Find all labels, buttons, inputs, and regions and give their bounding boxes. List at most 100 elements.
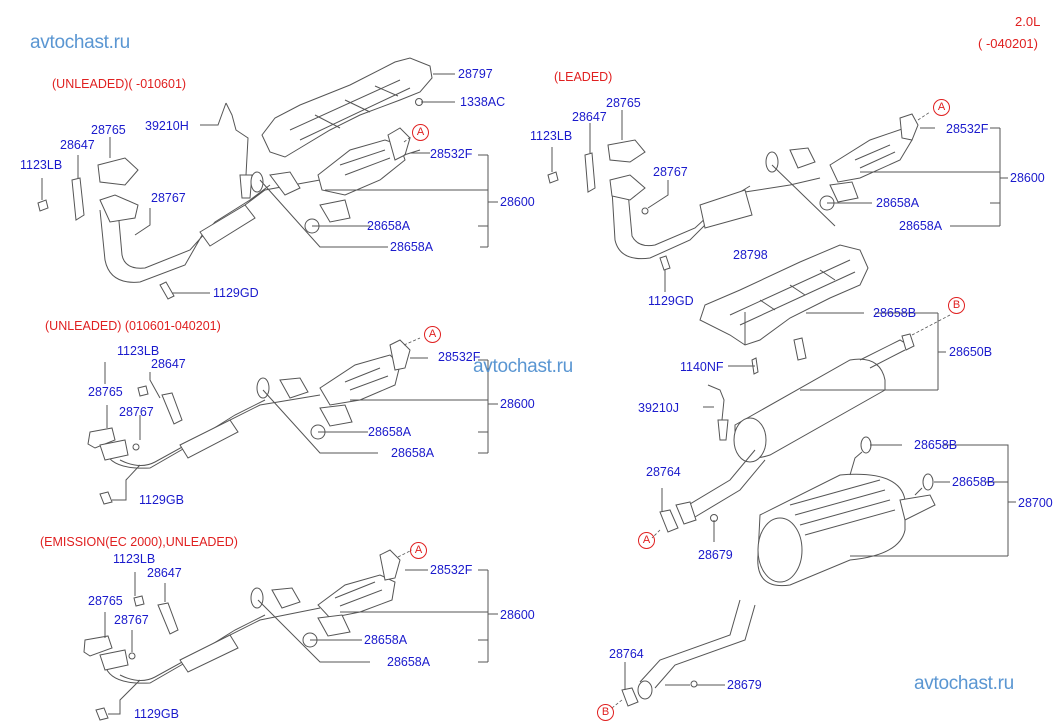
watermark-top-left: avtochast.ru [30, 32, 130, 53]
ref-marker-B-tail: B [597, 704, 614, 721]
part-label-28764-tail[interactable]: 28764 [609, 647, 644, 661]
section-3-title: (EMISSION(EC 2000),UNLEADED) [40, 535, 238, 549]
part-label-1129GB-s3[interactable]: 1129GB [134, 707, 179, 721]
bolt-1123LB-s1 [37, 199, 49, 212]
catalytic-converter-s2 [319, 354, 401, 406]
gasket-28764-rear [659, 509, 679, 533]
part-label-28532F-s1[interactable]: 28532F [430, 147, 473, 161]
part-label-28767-s4[interactable]: 28767 [653, 165, 688, 179]
part-label-28767-s3[interactable]: 28767 [114, 613, 149, 627]
part-label-28658A-s4-b[interactable]: 28658A [899, 219, 943, 233]
section-4-drawing [547, 110, 1008, 292]
part-label-1140NF[interactable]: 1140NF [680, 360, 724, 374]
hanger-28658B-rear-2 [922, 473, 934, 491]
part-label-28532F-s3[interactable]: 28532F [430, 563, 473, 577]
part-label-28600-s2[interactable]: 28600 [500, 397, 535, 411]
part-label-1123LB-s2[interactable]: 1123LB [117, 344, 160, 358]
part-label-1338AC[interactable]: 1338AC [460, 95, 506, 109]
engine-label: 2.0L [1015, 14, 1041, 29]
hanger-28658A-s4-a [765, 151, 779, 173]
bolt-1129GB-s2 [99, 491, 113, 505]
part-label-28600-s4[interactable]: 28600 [1010, 171, 1045, 185]
ref-marker-B-center: B [948, 297, 965, 314]
part-label-28532F-s4[interactable]: 28532F [946, 122, 989, 136]
part-label-28647-s3[interactable]: 28647 [147, 566, 182, 580]
ref-marker-A-rear: A [638, 532, 655, 549]
part-label-28797[interactable]: 28797 [458, 67, 493, 81]
section-1-title: (UNLEADED)( -010601) [52, 77, 187, 91]
nut-28679-tail [690, 680, 698, 688]
part-label-28650B[interactable]: 28650B [949, 345, 993, 359]
bracket-28647-s3 [157, 602, 179, 635]
section-4-title: (LEADED) [554, 70, 613, 84]
part-label-28658A-s3-b[interactable]: 28658A [387, 655, 431, 669]
part-label-39210H[interactable]: 39210H [145, 119, 189, 133]
part-label-1123LB-s3[interactable]: 1123LB [113, 552, 156, 566]
gasket-28765-s4 [607, 139, 646, 163]
part-label-28532F-s2[interactable]: 28532F [438, 350, 481, 364]
part-label-1129GB-s2[interactable]: 1129GB [139, 493, 184, 507]
watermark-bottom-right: avtochast.ru [914, 673, 1014, 694]
ref-marker-A-s4: A [933, 99, 950, 116]
bolt-1129GD-s4 [659, 255, 671, 271]
part-label-28765-s4[interactable]: 28765 [606, 96, 641, 110]
part-label-28658A-s4-a[interactable]: 28658A [876, 196, 920, 210]
part-label-28767-s1[interactable]: 28767 [151, 191, 186, 205]
part-label-28764-rear[interactable]: 28764 [646, 465, 681, 479]
o2-sensor-39210J [707, 384, 729, 441]
part-label-28765-s3[interactable]: 28765 [88, 594, 123, 608]
nut-28767-s2 [132, 443, 140, 451]
date-range-label: ( -040201) [978, 36, 1038, 51]
hanger-28658A-s1-a [250, 171, 264, 193]
section-2-drawing [87, 337, 498, 505]
part-label-28647-s2[interactable]: 28647 [151, 357, 186, 371]
nut-28767-s4 [641, 207, 649, 215]
bolt-1129GD-s1 [159, 281, 175, 300]
tail-pipe-drawing [611, 599, 756, 709]
bracket-28647-s1 [71, 177, 85, 221]
part-label-28600-s3[interactable]: 28600 [500, 608, 535, 622]
part-label-28658A-s2-a[interactable]: 28658A [368, 425, 412, 439]
part-label-28767-s2[interactable]: 28767 [119, 405, 154, 419]
part-label-28658B-rear-2[interactable]: 28658B [952, 475, 996, 489]
part-label-1123LB-s4[interactable]: 1123LB [530, 129, 573, 143]
bolt-1123LB-s3 [133, 595, 145, 607]
heat-shield-28797 [261, 57, 433, 158]
part-label-28658A-s2-b[interactable]: 28658A [391, 446, 435, 460]
gasket-28765-s3 [83, 635, 113, 657]
part-label-28798[interactable]: 28798 [733, 248, 768, 262]
part-label-39210J[interactable]: 39210J [638, 401, 680, 415]
part-label-28700[interactable]: 28700 [1018, 496, 1053, 510]
part-label-28600-s1[interactable]: 28600 [500, 195, 535, 209]
catalytic-converter-s4 [829, 127, 913, 183]
bolt-1129GB-s3 [95, 707, 109, 721]
part-label-1123LB-s1[interactable]: 1123LB [20, 158, 63, 172]
heat-shield-28798 [699, 244, 869, 346]
part-label-28658A-s3-a[interactable]: 28658A [364, 633, 408, 647]
o2-sensor-39210H [225, 102, 253, 199]
nut-28767-s3 [128, 652, 136, 660]
part-label-1129GD-s1[interactable]: 1129GD [213, 286, 259, 300]
section-3-drawing [83, 549, 498, 721]
ref-marker-A-s1: A [412, 124, 429, 141]
part-label-28647-s1[interactable]: 28647 [60, 138, 95, 152]
ref-marker-A-s3: A [410, 542, 427, 559]
part-label-28658B-rear-1[interactable]: 28658B [914, 438, 958, 452]
gasket-28764-tail [621, 687, 639, 707]
part-label-28658B-center[interactable]: 28658B [873, 306, 917, 320]
bracket-28647-s4 [584, 152, 596, 193]
part-label-28658A-s1-a[interactable]: 28658A [367, 219, 411, 233]
part-label-28647-s4[interactable]: 28647 [572, 110, 607, 124]
mid-pipe [679, 449, 766, 521]
part-label-28765-s2[interactable]: 28765 [88, 385, 123, 399]
part-label-28679-tail[interactable]: 28679 [727, 678, 762, 692]
part-label-28658A-s1-b[interactable]: 28658A [390, 240, 434, 254]
part-label-1129GD-s4[interactable]: 1129GD [648, 294, 694, 308]
bracket-28647-s2 [161, 392, 183, 425]
rear-muffler-drawing [651, 436, 1016, 587]
tail-pipe [639, 599, 756, 689]
bolt-1123LB-s2 [137, 385, 149, 397]
part-label-28679-rear[interactable]: 28679 [698, 548, 733, 562]
part-label-28765-s1[interactable]: 28765 [91, 123, 126, 137]
